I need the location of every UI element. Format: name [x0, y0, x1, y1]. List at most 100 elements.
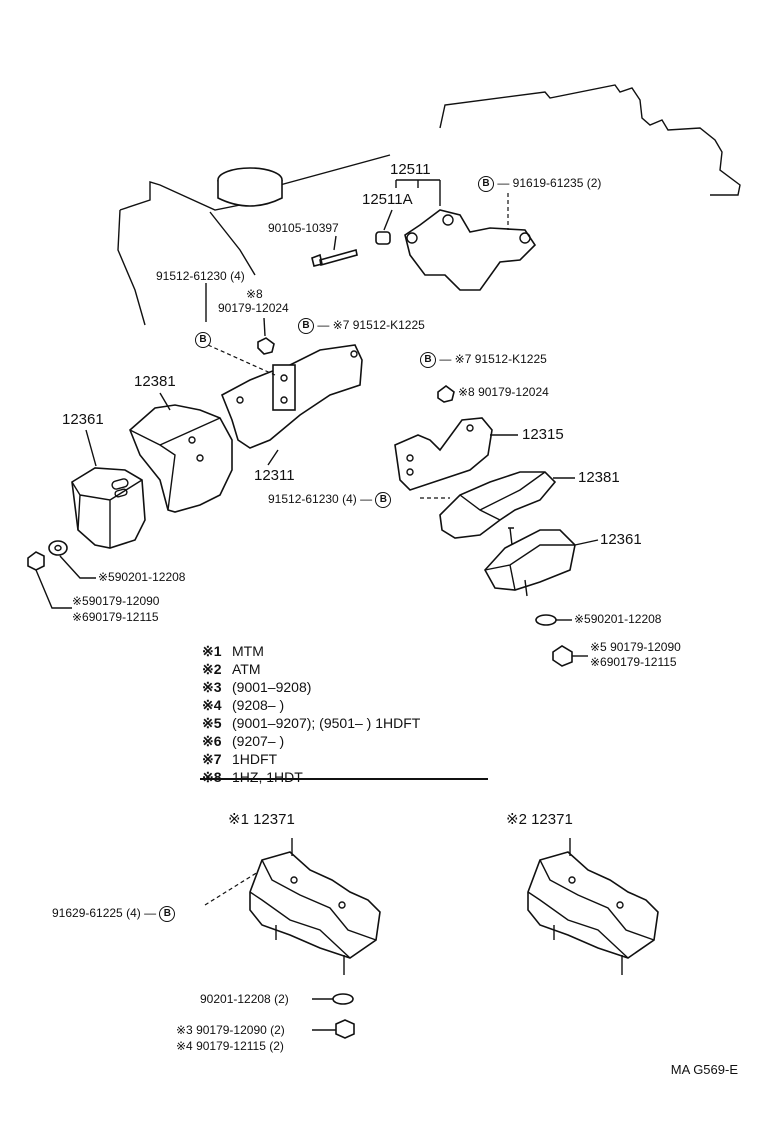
label-12361-left: 12361 — [62, 411, 104, 428]
label-90179-12115-right: ※690179-12115 — [590, 655, 677, 669]
label-90179-12090-right: ※5 90179-12090 — [590, 640, 681, 654]
drawing-code: MA G569-E — [670, 1062, 738, 1077]
b-mark: B — [298, 318, 314, 334]
mount-12371-atm — [527, 851, 659, 959]
legend-key: ※8 — [202, 769, 222, 785]
dash-left-b — [207, 344, 276, 376]
leader-12381-left — [159, 392, 171, 411]
leader-12511a — [383, 209, 393, 231]
label-12311: 12311 — [254, 467, 295, 484]
bracket-12511 — [404, 209, 537, 291]
label-90201-bottom: 90201-12208 (2) — [200, 992, 289, 1006]
label-12315: 12315 — [522, 426, 564, 443]
label-12511a: 12511A — [362, 191, 413, 208]
label-12371-atm: ※2 12371 — [506, 811, 573, 828]
bracket-hole — [519, 232, 531, 244]
insulator-12381-left — [129, 404, 233, 513]
legend-row: ※1 MTM — [202, 642, 492, 660]
mount-12361-left — [71, 467, 146, 549]
label-90179-12090-left: ※590179-12090 — [72, 594, 160, 608]
b-mark-left: B — [195, 332, 211, 348]
bracket-12315 — [394, 417, 493, 491]
legend-text: 1HDFT — [232, 751, 278, 767]
legend-text: (9207– ) — [232, 733, 285, 749]
engine-outline — [439, 84, 741, 196]
washer-bottom — [332, 993, 354, 1005]
part-number-91619: 91619-61235 (2) — [512, 176, 602, 191]
legend-text: MTM — [232, 643, 264, 659]
spacer-12511a — [375, 231, 391, 245]
legend-row: ※8 1HZ, 1HDT — [202, 768, 492, 786]
bracket-hole — [406, 232, 418, 244]
label-90179-12024-left: 90179-12024 — [218, 301, 289, 315]
mount-12361-right — [484, 529, 576, 591]
bolt-90105 — [311, 248, 358, 267]
label-90201-right: ※590201-12208 — [574, 612, 662, 626]
mount-12371-mtm — [249, 851, 381, 959]
label-12511: 12511 — [390, 161, 431, 178]
label-12371-mtm: ※1 12371 — [228, 811, 295, 828]
legend-row: ※5 (9001–9207); (9501– ) 1HDFT — [202, 714, 492, 732]
nut-left — [27, 551, 45, 571]
nut-right — [552, 645, 573, 667]
label-90179-12090-bottom: ※3 90179-12090 (2) — [176, 1023, 285, 1037]
b-mark: B — [478, 176, 494, 192]
legend-row: ※4 (9208– ) — [202, 696, 492, 714]
legend-text: (9001–9207); (9501– ) 1HDFT — [232, 715, 421, 731]
b-mark: B — [195, 332, 211, 348]
engine-block-edge-2 — [209, 211, 256, 276]
washer-left — [48, 540, 68, 556]
part-number-91512-right: 91512-61230 (4) — [268, 492, 357, 507]
label-91629: 91629-61225 (4) — B — [52, 906, 176, 922]
legend-text: (9208– ) — [232, 697, 285, 713]
bracket-12311-plate — [272, 364, 296, 411]
legend-text: 1HZ, 1HDT — [232, 769, 303, 785]
label-90201-left: ※590201-12208 — [98, 570, 186, 584]
legend-text: ATM — [232, 661, 261, 677]
label-asterisk8-left: ※8 — [246, 287, 263, 301]
washer-right — [535, 614, 557, 626]
legend-text: (9001–9208) — [232, 679, 312, 695]
engine-block-edge — [117, 209, 146, 326]
label-91512-k1225-right: B — ※7 91512-K1225 — [420, 352, 547, 368]
bracket-hole — [442, 214, 454, 226]
b-mark: B — [159, 906, 176, 922]
label-91512-right: 91512-61230 (4) — B — [268, 492, 392, 508]
leader-12361-left — [85, 429, 97, 467]
legend: ※1 MTM ※2 ATM ※3 (9001–9208) ※4 (9208– ) ※5 (… — [202, 642, 492, 786]
leader-12511 — [395, 179, 441, 206]
legend-row: ※3 (9001–9208) — [202, 678, 492, 696]
label-90179-12115-left: ※690179-12115 — [72, 610, 159, 624]
nut-bottom — [335, 1019, 355, 1039]
legend-key: ※3 — [202, 679, 222, 695]
insulator-12381-right — [439, 471, 557, 539]
filler-cap-body — [217, 180, 283, 207]
leader-nut-left — [35, 569, 72, 609]
legend-key: ※5 — [202, 715, 222, 731]
legend-row: ※2 ATM — [202, 660, 492, 678]
leader-90105 — [333, 235, 337, 251]
legend-divider — [200, 778, 488, 780]
leader-90179-left — [263, 317, 266, 337]
leader-12311 — [267, 449, 279, 466]
label-90179-12115-bottom: ※4 90179-12115 (2) — [176, 1039, 284, 1053]
part-number-91629: 91629-61225 (4) — [52, 906, 141, 921]
b-mark: B — [420, 352, 436, 368]
legend-key: ※2 — [202, 661, 222, 677]
leader-washer-left — [59, 555, 96, 579]
part-number-91512-k1225-mid: ※7 91512-K1225 — [332, 318, 425, 333]
b-mark: B — [375, 492, 392, 508]
legend-key: ※4 — [202, 697, 222, 713]
legend-key: ※1 — [202, 643, 222, 659]
label-91512-left: 91512-61230 (4) — [156, 269, 245, 283]
label-90179-12024-right: ※8 90179-12024 — [458, 385, 549, 399]
part-number-91512-k1225-right: ※7 91512-K1225 — [454, 352, 547, 367]
label-12361-right: 12361 — [600, 531, 642, 548]
label-91512-k1225-mid: B — ※7 91512-K1225 — [298, 318, 425, 334]
label-90105: 90105-10397 — [268, 221, 339, 235]
nut-90179-12024-left — [257, 337, 275, 355]
legend-row: ※6(9207– ) — [202, 732, 492, 750]
